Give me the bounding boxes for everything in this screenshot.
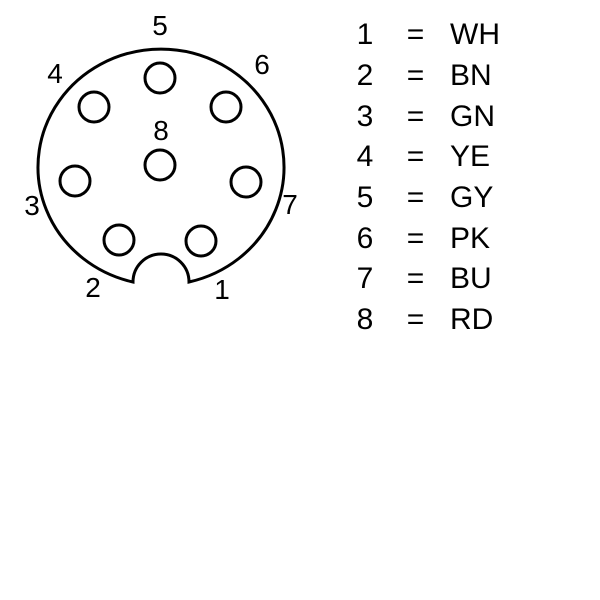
- legend-equals: =: [406, 222, 425, 255]
- pin-3: [58, 164, 92, 198]
- legend-color: YE: [450, 140, 491, 173]
- pin-7: [229, 165, 263, 199]
- legend-equals: =: [406, 262, 425, 295]
- legend-pin: 2: [356, 59, 374, 92]
- legend-equals: =: [406, 59, 425, 92]
- legend-pin: 8: [356, 303, 374, 336]
- legend-pin: 7: [356, 262, 374, 295]
- legend-pin: 1: [356, 18, 374, 51]
- legend-color: BU: [450, 262, 492, 295]
- legend-row: 1 = WH: [350, 18, 500, 58]
- legend-row: 8 = RD: [350, 303, 494, 343]
- legend-pin: 4: [356, 140, 374, 173]
- legend-row: 2 = BN: [350, 59, 492, 99]
- legend-color: WH: [450, 18, 500, 51]
- legend-row: 4 = YE: [350, 140, 490, 180]
- pin-label-4: 4: [47, 58, 63, 89]
- pin-label-8: 8: [153, 115, 169, 146]
- legend-color: GN: [450, 100, 495, 133]
- legend-equals: =: [406, 181, 425, 214]
- legend-row: 6 = PK: [350, 222, 490, 262]
- pin-2: [102, 223, 136, 257]
- legend-color: PK: [450, 222, 491, 255]
- legend-pin: 5: [356, 181, 374, 214]
- pin-label-6: 6: [254, 49, 270, 80]
- pin-5: [143, 61, 177, 95]
- pin-8: [143, 148, 177, 182]
- pin-label-2: 2: [85, 272, 101, 303]
- pin-1: [184, 224, 218, 258]
- legend-color: GY: [450, 181, 494, 214]
- legend-pin: 3: [356, 100, 374, 133]
- pin-6: [209, 90, 243, 124]
- connector-outline: [36, 47, 286, 284]
- legend-row: 7 = BU: [350, 262, 492, 302]
- legend-equals: =: [406, 18, 425, 51]
- pin-label-3: 3: [24, 190, 40, 221]
- legend-equals: =: [406, 303, 425, 336]
- legend-row: 5 = GY: [350, 181, 494, 221]
- legend-pin: 6: [356, 222, 374, 255]
- pin-label-1: 1: [214, 274, 230, 305]
- pin-label-7: 7: [282, 189, 298, 220]
- legend-equals: =: [406, 140, 425, 173]
- legend-color: RD: [450, 303, 494, 336]
- legend-row: 3 = GN: [350, 100, 495, 140]
- legend-equals: =: [406, 100, 425, 133]
- legend-color: BN: [450, 59, 492, 92]
- pin-4: [77, 90, 111, 124]
- pin-label-5: 5: [152, 10, 168, 41]
